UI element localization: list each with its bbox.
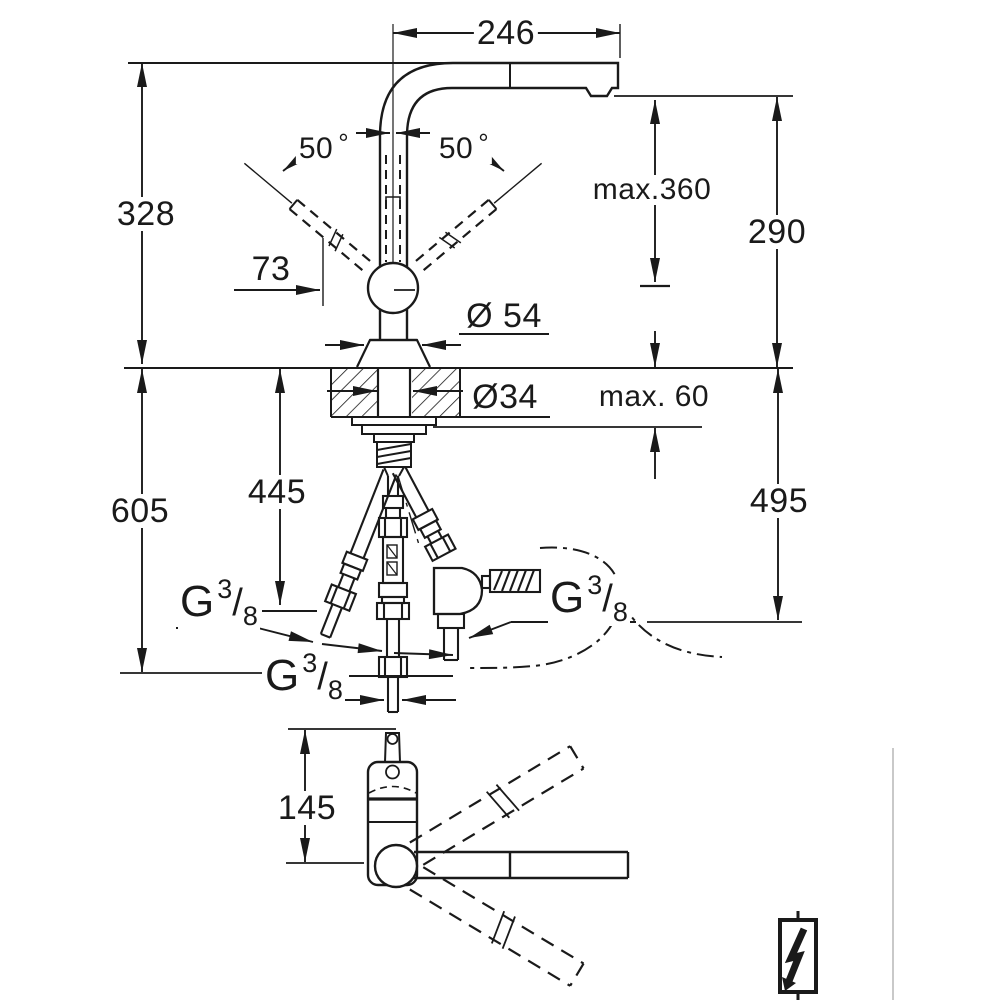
dim-145-label: 145: [274, 791, 340, 825]
dim-290-label: 290: [744, 215, 810, 249]
dim-605-label: 605: [107, 494, 173, 528]
lever-ball-joint: [366, 261, 420, 315]
dim-dia34-label: Ø34: [469, 380, 541, 414]
dim-dia54-label: Ø 54: [463, 299, 545, 333]
faucet-plan-view: [366, 732, 630, 987]
thread-base: G: [265, 651, 300, 700]
thread-base: G: [180, 577, 215, 626]
thread-slash: /: [317, 656, 328, 698]
dim-73-label: 73: [248, 252, 294, 286]
spout-plan-solid: [414, 850, 630, 880]
degree-sign: °: [338, 128, 350, 158]
thread-g38-bottom-label: G 3 / 8: [263, 650, 345, 705]
spout-outline: [378, 61, 620, 340]
faucet-front-view: [243, 61, 620, 368]
dim-445-label: 445: [244, 475, 310, 509]
thread-g38-right-label: G 3 / 8: [548, 572, 630, 627]
angle-50deg-right-label: 50°: [435, 128, 493, 165]
dim-495-label: 495: [746, 484, 812, 518]
thread-numerator: 3: [587, 570, 603, 600]
lever-right-50deg: [411, 162, 543, 275]
dim-max360-label: max.360: [589, 175, 715, 205]
thread-denominator: 8: [327, 675, 343, 705]
spout-pivot: [373, 843, 419, 889]
lightning-bolt-icon: [778, 911, 818, 1000]
dim-246-label: 246: [473, 16, 539, 50]
thread-numerator: 3: [302, 648, 318, 678]
thread-numerator: 3: [217, 574, 233, 604]
thread-slash: /: [602, 578, 613, 620]
reference-lines: [120, 24, 802, 864]
hose-left: [319, 469, 398, 639]
base-escutcheon: [356, 338, 431, 368]
lever-left-50deg: [243, 162, 375, 275]
thread-denominator: 8: [612, 597, 628, 627]
spout-swivel-up: [409, 745, 585, 866]
thread-denominator: 8: [242, 601, 258, 631]
connection-hoses: [319, 466, 723, 714]
countertop-section: [330, 368, 550, 477]
hose-middle: [375, 476, 411, 714]
thread-base: G: [550, 573, 585, 622]
angle-value: 50: [438, 132, 474, 165]
thread-g38-left-label: G 3 / 8: [178, 576, 260, 631]
angle-value: 50: [298, 132, 334, 165]
angle-50deg-left-label: 50°: [295, 128, 353, 165]
spout-swivel-down: [409, 866, 585, 987]
tee-connector: [432, 566, 542, 662]
thread-slash: /: [232, 582, 243, 624]
dim-328-label: 328: [113, 197, 179, 231]
dim-max60-label: max. 60: [595, 382, 713, 412]
hose-right: [391, 466, 457, 563]
degree-sign: °: [478, 128, 490, 158]
